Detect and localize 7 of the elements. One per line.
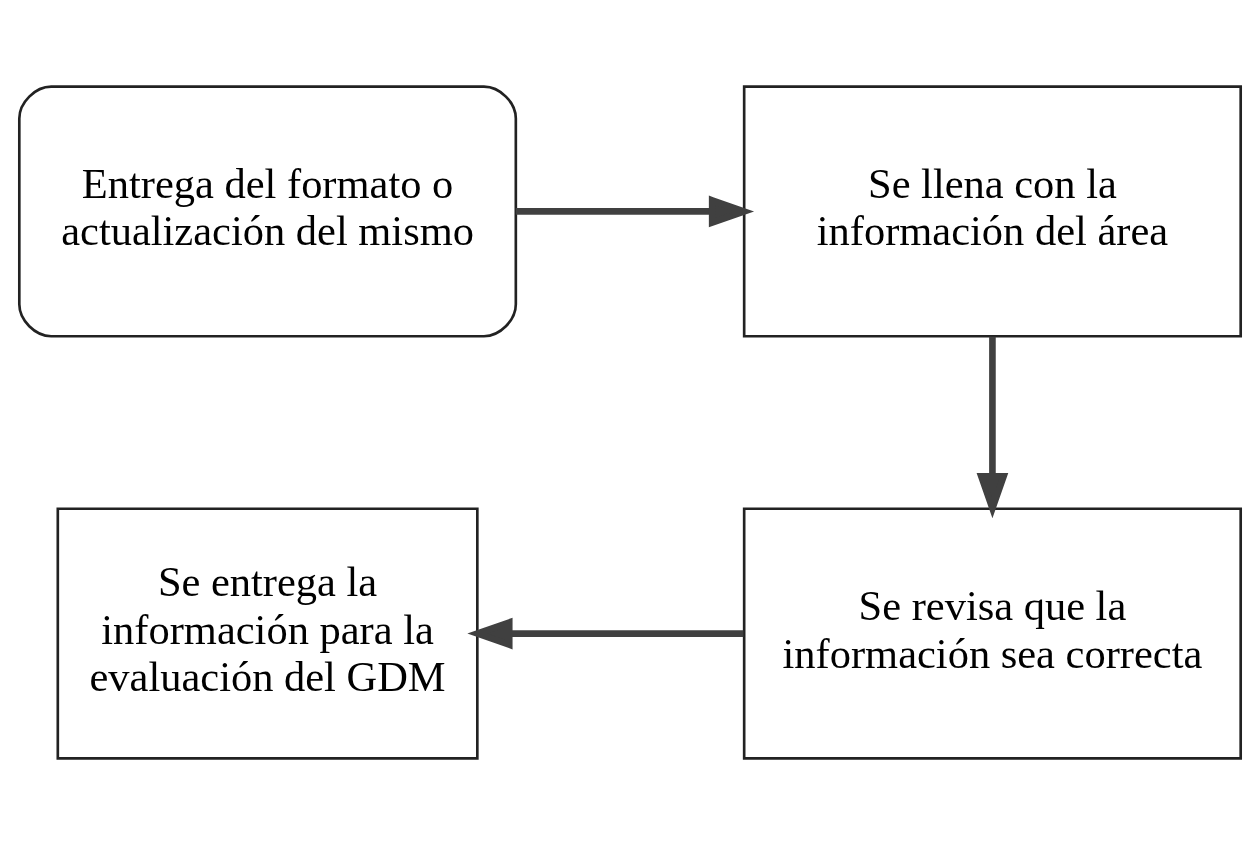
node-box: Entrega del formato o actualización del mismo [17,84,518,338]
node-box: Se llena con la información del área [742,84,1242,338]
arrow [515,195,755,227]
arrow [467,617,744,649]
node-box: Se entrega la información para la evaluación del GDM [56,506,479,760]
arrow [976,336,1009,518]
node-box: Se revisa que la información sea correcta [742,506,1242,760]
